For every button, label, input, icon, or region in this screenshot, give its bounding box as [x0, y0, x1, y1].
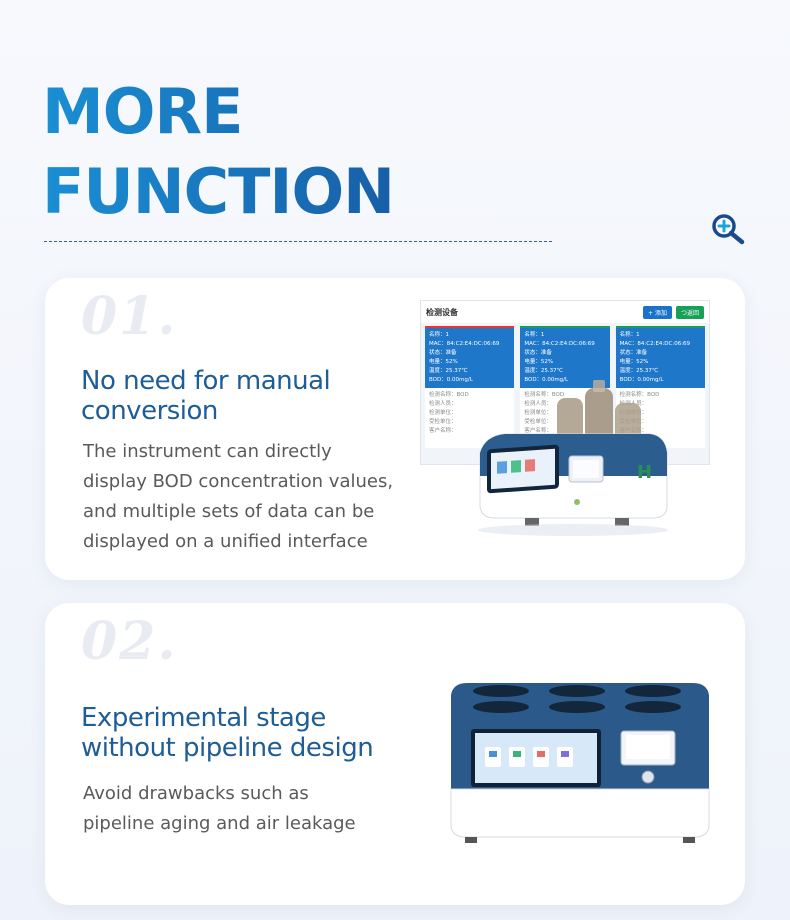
card-number: 01.	[81, 286, 178, 347]
card-title-line2: without pipeline design	[81, 733, 374, 763]
device-bod: BOD：0.00mg/L	[524, 377, 569, 383]
device-bod: BOD：0.00mg/L	[619, 377, 664, 383]
zoom-in-icon[interactable]	[710, 213, 746, 245]
desc-line: The instrument can directly	[83, 441, 332, 462]
screenshot-header: 检测设备 + 添加 つ返回	[421, 301, 709, 323]
info-line: 检测名称：BOD	[429, 392, 469, 398]
add-button: + 添加	[643, 305, 672, 319]
device-card: 名称：1 MAC：84:C2:E4:DC:06:69 状态：准备 电量：52% …	[425, 326, 515, 388]
info-line: 受检单位：	[429, 419, 457, 425]
info-line: 受检单位：	[524, 419, 552, 425]
hero-title-line1: MORE	[42, 75, 243, 148]
device-temp: 温度：25.37℃	[619, 368, 659, 374]
card-title-line2: conversion	[81, 396, 218, 426]
screenshot-title: 检测设备	[426, 307, 458, 317]
device-column: 名称：1 MAC：84:C2:E4:DC:06:69 状态：准备 电量：52% …	[425, 326, 515, 448]
card-description: The instrument can directly display BOD …	[83, 437, 393, 557]
device-mac: MAC：84:C2:E4:DC:06:69	[429, 341, 500, 347]
info-line: 客户名称：	[524, 428, 552, 434]
bod-instrument-image	[450, 683, 710, 843]
info-line: 客户名称：	[429, 428, 457, 434]
device-name: 名称：1	[619, 332, 640, 338]
device-status: 状态：准备	[619, 350, 648, 356]
back-button: つ返回	[675, 305, 704, 319]
card-description: Avoid drawbacks such as pipeline aging a…	[83, 779, 356, 839]
device-card: 名称：1 MAC：84:C2:E4:DC:06:69 状态：准备 电量：52% …	[615, 326, 705, 388]
device-temp: 温度：25.37℃	[429, 368, 468, 374]
card-title: Experimental stage without pipeline desi…	[81, 703, 374, 763]
hero-title: MORE FUNCTION	[42, 72, 394, 232]
device-card: 名称：1 MAC：84:C2:E4:DC:06:69 状态：准备 电量：52% …	[520, 326, 610, 388]
desc-line: pipeline aging and air leakage	[83, 813, 356, 834]
desc-line: display BOD concentration values,	[83, 471, 394, 492]
divider	[44, 241, 552, 242]
card-title: No need for manual conversion	[81, 366, 331, 426]
info-line: 检测人员：	[429, 401, 457, 407]
feature-card-2: 02. Experimental stage without pipeline …	[45, 603, 745, 905]
info-line: 检测名称：BOD	[524, 392, 565, 398]
desc-line: displayed on a unified interface	[83, 531, 368, 552]
device-name: 名称：1	[524, 332, 545, 338]
hero-title-line2: FUNCTION	[42, 155, 395, 228]
feature-card-1: 01. No need for manual conversion The in…	[45, 278, 745, 580]
device-columns: 名称：1 MAC：84:C2:E4:DC:06:69 状态：准备 电量：52% …	[421, 323, 709, 451]
device-temp: 温度：25.37℃	[524, 368, 563, 374]
device-power: 电量：52%	[429, 359, 458, 365]
bod-instrument-image: H	[478, 380, 668, 536]
device-power: 电量：52%	[524, 359, 554, 365]
device-name: 名称：1	[429, 332, 449, 338]
device-mac: MAC：84:C2:E4:DC:06:69	[524, 341, 595, 347]
info-line: 检测单位：	[524, 410, 552, 416]
device-bod: BOD：0.00mg/L	[429, 377, 473, 383]
info-line: 检测名称：BOD	[619, 392, 660, 398]
device-power: 电量：52%	[619, 359, 649, 365]
svg-text:H: H	[637, 462, 652, 483]
card-title-line1: Experimental stage	[81, 703, 326, 733]
desc-line: and multiple sets of data can be	[83, 501, 375, 522]
card-number: 02.	[81, 611, 178, 672]
desc-line: Avoid drawbacks such as	[83, 783, 309, 804]
software-screenshot: 检测设备 + 添加 つ返回 名称：1 MAC：84:C2:E4:DC:06:69…	[420, 300, 710, 465]
info-line: 检测单位：	[429, 410, 457, 416]
info-line: 检测人员：	[524, 401, 552, 407]
device-status: 状态：准备	[524, 350, 552, 356]
device-status: 状态：准备	[429, 350, 457, 356]
device-mac: MAC：84:C2:E4:DC:06:69	[619, 341, 691, 347]
card-title-line1: No need for manual	[81, 366, 331, 396]
